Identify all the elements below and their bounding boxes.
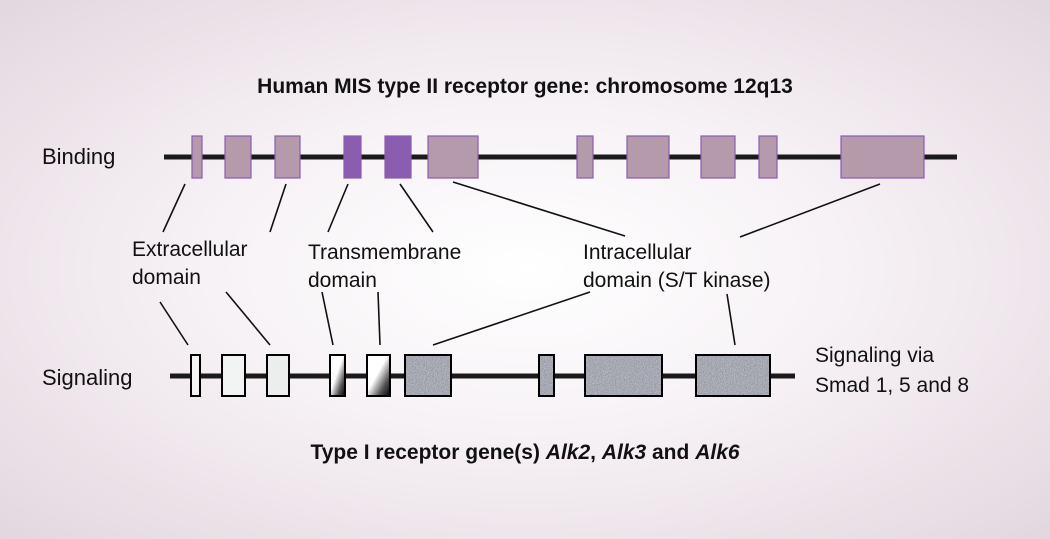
type2-exon-1 — [191, 135, 203, 179]
connector-tm-bot-2 — [377, 291, 381, 346]
transmembrane-domain-label: domain — [308, 269, 377, 292]
smad-label: Smad 1, 5 and 8 — [815, 374, 969, 397]
binding-label: Binding — [42, 144, 115, 169]
type2-exon-6 — [427, 135, 479, 179]
connector-ic-top-1 — [452, 181, 626, 237]
type2-exon-11 — [840, 135, 925, 179]
type1-exon-3 — [266, 354, 290, 397]
diagram-title: Human MIS type II receptor gene: chromos… — [257, 75, 793, 98]
caption-prefix: Type I receptor gene(s) — [310, 441, 545, 464]
type2-exon-4-transmembrane — [343, 135, 362, 179]
type1-exon-4-transmembrane — [329, 354, 346, 397]
connector-ext-bot-1 — [159, 301, 189, 346]
type1-exon-9-texture — [697, 356, 769, 395]
type2-exon-2 — [224, 135, 252, 179]
type1-exon-5-transmembrane — [366, 354, 391, 397]
intracellular-label: Intracellular — [583, 241, 692, 264]
connector-ic-top-2 — [739, 183, 881, 238]
connector-ic-bot-2 — [726, 293, 736, 346]
connector-ext-top-1 — [162, 183, 186, 233]
type2-exon-7 — [576, 135, 594, 179]
signaling-via-label: Signaling via — [815, 344, 934, 367]
connector-ext-bot-2 — [225, 291, 271, 346]
caption-sep-1: , — [590, 441, 602, 464]
extracellular-label: Extracellular — [132, 238, 248, 261]
intracellular-domain-label: domain (S/T kinase) — [583, 269, 771, 292]
type1-exon-1 — [190, 354, 201, 397]
type1-exon-2-texture — [223, 356, 244, 395]
connector-ic-bot-1 — [432, 291, 591, 346]
caption-gene-alk6: Alk6 — [694, 441, 740, 464]
transmembrane-label: Transmembrane — [308, 241, 461, 264]
type1-exon-8-texture — [586, 356, 661, 395]
type1-exons — [190, 354, 771, 397]
type1-caption: Type I receptor gene(s) Alk2, Alk3 and A… — [310, 441, 739, 464]
extracellular-domain-label: domain — [132, 266, 201, 289]
type2-exon-8 — [626, 135, 670, 179]
signaling-label: Signaling — [42, 365, 133, 390]
connector-tm-top-2 — [399, 183, 434, 233]
type2-exon-10 — [758, 135, 778, 179]
connector-tm-top-1 — [327, 183, 349, 233]
connector-tm-bot-1 — [321, 291, 334, 346]
caption-gene-alk2: Alk2 — [545, 441, 591, 464]
type2-exon-9 — [700, 135, 736, 179]
type2-exons — [191, 135, 925, 179]
type1-exon-6-texture — [406, 356, 450, 395]
connector-lines — [159, 181, 881, 346]
caption-gene-alk3: Alk3 — [601, 441, 647, 464]
caption-sep-2: and — [646, 441, 695, 464]
type1-exon-7-texture — [540, 356, 553, 395]
type2-exon-5-transmembrane — [384, 135, 412, 179]
type2-exon-3 — [274, 135, 301, 179]
connector-ext-top-2 — [269, 183, 287, 233]
